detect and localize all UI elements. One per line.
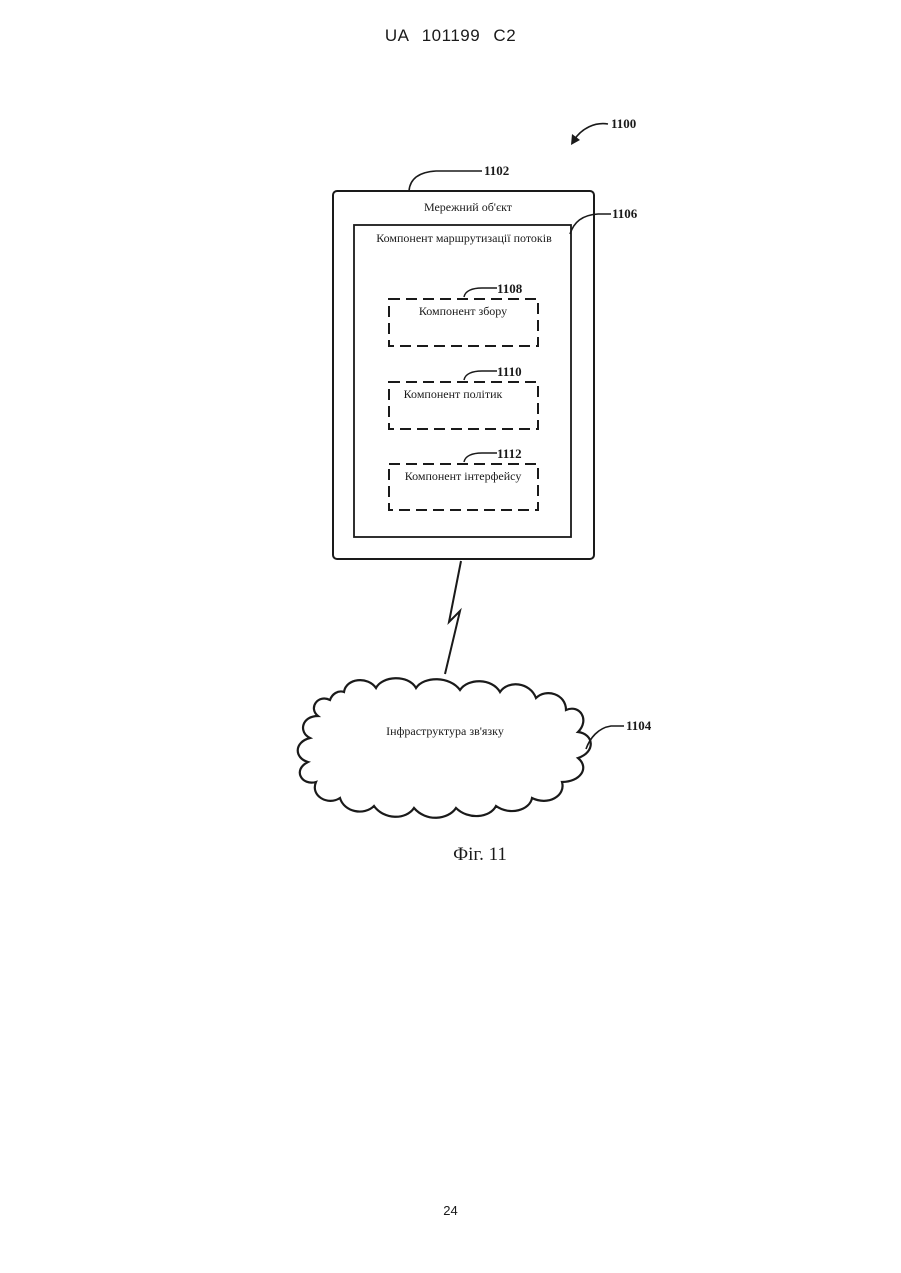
policy-component-ref: 1110 xyxy=(497,364,522,379)
communication-infrastructure: Інфраструктура зв'язку 1104 xyxy=(298,678,652,818)
cloud-label: Інфраструктура зв'язку xyxy=(386,724,504,738)
interface-component-ref: 1112 xyxy=(497,446,522,461)
policy-component-label: Компонент політик xyxy=(404,387,503,401)
system-leader-arrow xyxy=(574,124,608,140)
network-object-leader xyxy=(409,171,482,191)
network-object-label: Мережний об'єкт xyxy=(424,200,513,214)
wireless-link-icon xyxy=(445,561,461,674)
system-reference: 1100 xyxy=(571,116,636,145)
cloud-icon xyxy=(298,678,591,818)
system-ref-label: 1100 xyxy=(611,116,636,131)
collection-component-ref: 1108 xyxy=(497,281,523,296)
arrow-head-icon xyxy=(571,134,580,145)
figure-caption: Фіг. 11 xyxy=(453,844,507,865)
interface-component-label: Компонент інтерфейсу xyxy=(405,469,522,483)
cloud-ref: 1104 xyxy=(626,718,652,733)
collection-component-label: Компонент збору xyxy=(419,304,507,318)
page-number: 24 xyxy=(0,1203,901,1218)
network-object-ref: 1102 xyxy=(484,163,509,178)
routing-component-label: Компонент маршрутизації потоків xyxy=(376,231,552,245)
routing-component-ref: 1106 xyxy=(612,206,638,221)
